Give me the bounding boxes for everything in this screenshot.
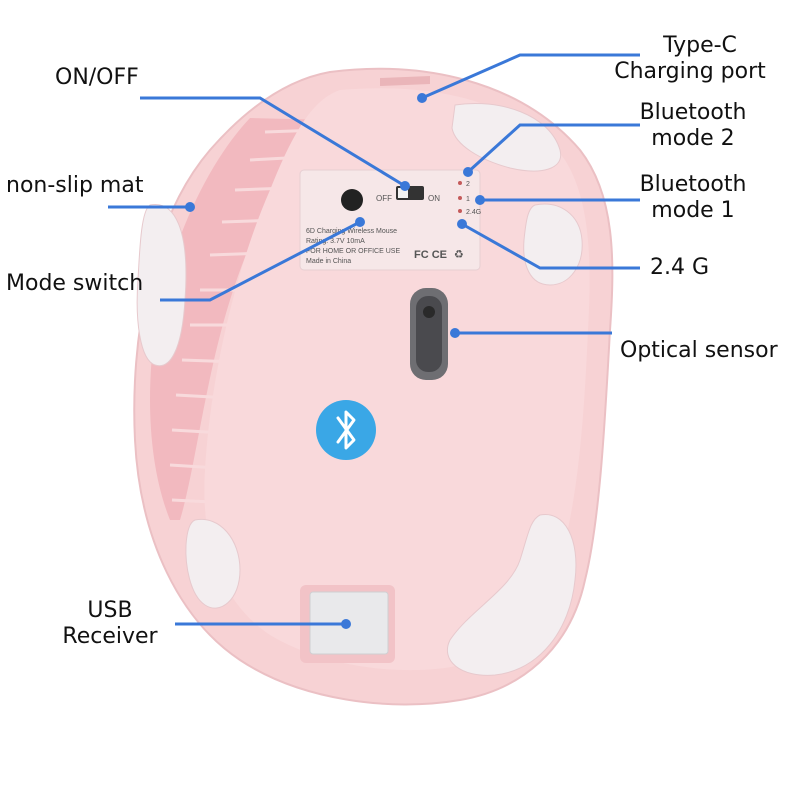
- optical-sensor-lens: [423, 306, 435, 318]
- side-grip-ribs: [150, 118, 330, 520]
- pad-bottom-left: [185, 518, 241, 609]
- label-plate: [299, 169, 481, 271]
- leader-dots: [185, 93, 485, 629]
- callout-type-c: Type-C: [640, 33, 760, 59]
- pad-bottom-right: [446, 514, 577, 676]
- callout-bluetooth-mode-2: Bluetooth mode 2: [628, 100, 758, 152]
- type-c-port: [380, 76, 430, 86]
- led-bt2-label: 2: [466, 181, 470, 188]
- callout-bt1-line1: Bluetooth: [639, 172, 747, 197]
- off-text: OFF: [376, 194, 392, 203]
- callout-bt1-line2: mode 1: [651, 198, 735, 223]
- mode-switch-button: [341, 189, 363, 211]
- bluetooth-icon: [336, 410, 356, 450]
- plate-line-3: FOR HOME OR OFFICE USE: [306, 248, 400, 255]
- recycle-icon: ♻: [454, 248, 464, 261]
- leader-mode-switch: [160, 220, 361, 302]
- leader-bt2: [466, 123, 640, 174]
- leader-type-c: [421, 53, 640, 100]
- plate-line-4: Made in China: [306, 258, 351, 265]
- callout-type-c-line1: Type-C: [663, 33, 737, 58]
- callout-usb-line2: Receiver: [62, 624, 158, 649]
- leader-24g: [461, 222, 640, 270]
- plate-line-2: Rating: 3.7V 10mA: [306, 238, 365, 245]
- led-24g-label: 2.4G: [466, 209, 481, 216]
- plate-line-1: 6D Charging Wireless Mouse: [306, 228, 397, 235]
- optical-sensor-lens-well: [416, 296, 442, 372]
- callout-non-slip-mat: non-slip mat: [6, 173, 144, 198]
- callout-charging-port: Charging port: [600, 59, 780, 85]
- callout-2-4g: 2.4 G: [650, 255, 710, 280]
- led-bt1: [458, 196, 462, 200]
- callout-optical-sensor: Optical sensor: [620, 338, 778, 363]
- cert-marks: FC CE: [414, 249, 447, 261]
- led-bt2: [458, 181, 462, 185]
- callout-usb-line1: USB: [87, 598, 133, 623]
- led-24g: [458, 209, 462, 213]
- power-slider-knob: [398, 188, 408, 198]
- callout-mode-switch: Mode switch: [6, 271, 144, 296]
- leader-on-off: [140, 96, 406, 188]
- callout-on-off: ON/OFF: [55, 65, 139, 90]
- pad-left: [136, 203, 187, 367]
- leader-lines: [108, 53, 640, 626]
- callout-bt2-line2: mode 2: [651, 126, 735, 151]
- pad-right: [523, 203, 583, 286]
- callout-bluetooth-mode-1: Bluetooth mode 1: [628, 172, 758, 224]
- on-text: ON: [428, 194, 440, 203]
- callout-usb-receiver: USB Receiver: [50, 598, 170, 650]
- callout-charging-port-line: Charging port: [614, 59, 766, 84]
- callout-bt2-line1: Bluetooth: [639, 100, 747, 125]
- led-bt1-label: 1: [466, 196, 470, 203]
